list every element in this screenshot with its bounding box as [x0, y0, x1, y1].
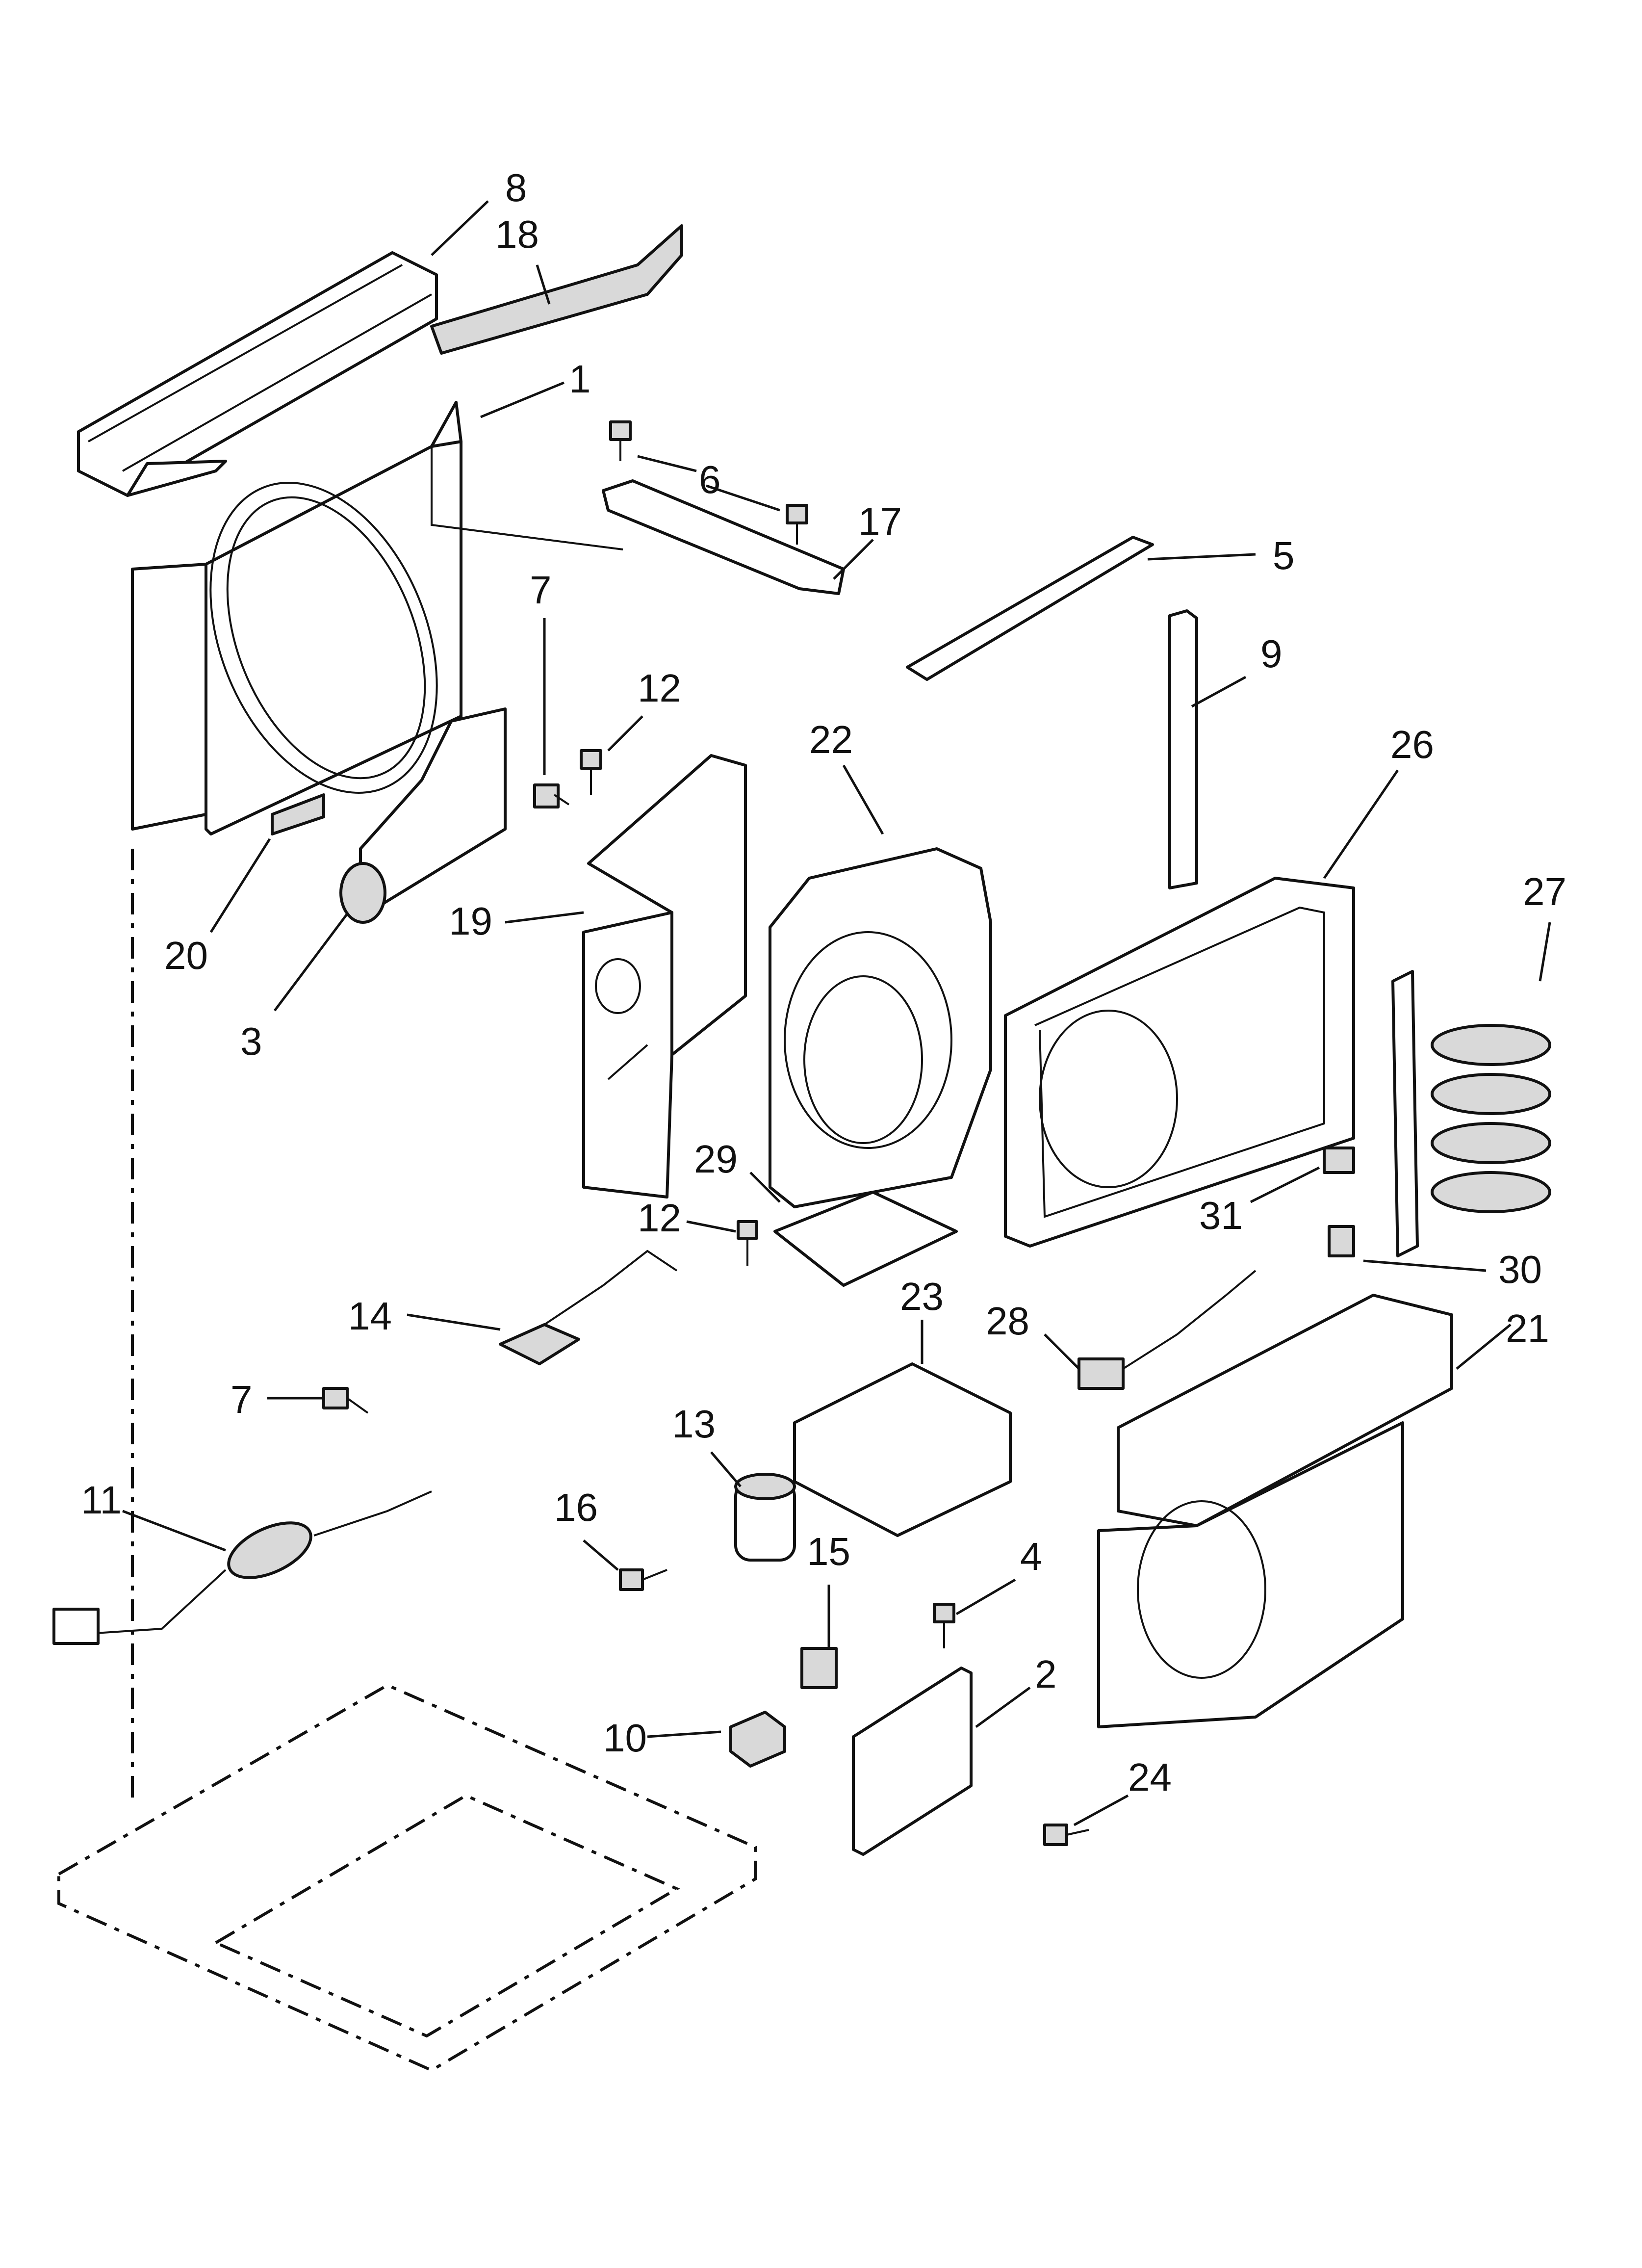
callout-15: 15 [807, 1530, 850, 1573]
part-5-strip [906, 536, 1154, 681]
callout-9: 9 [1260, 632, 1283, 676]
part-1-fan-shroud [131, 401, 623, 835]
leader-lines [122, 200, 1551, 1826]
callout-13: 13 [672, 1402, 716, 1446]
callout-23: 23 [900, 1275, 944, 1318]
part-29-cover-plate [773, 1191, 958, 1287]
callout-7-upper: 7 [530, 568, 552, 612]
callout-7-lower: 7 [231, 1378, 253, 1421]
part-10-switch [729, 1711, 786, 1768]
part-6-screw-a [609, 420, 632, 461]
callout-3: 3 [240, 1019, 262, 1063]
part-16-screw [619, 1568, 667, 1591]
part-19-motor-mount [582, 754, 747, 1199]
callout-30: 30 [1498, 1248, 1542, 1291]
part-9-strip [1168, 609, 1198, 889]
callout-21: 21 [1506, 1306, 1549, 1350]
part-12-screw-lower [737, 1220, 758, 1266]
callout-20: 20 [164, 934, 208, 977]
part-27-heater-element [1391, 970, 1551, 1257]
part-22-blower-housing [769, 847, 992, 1208]
part-20-block [271, 793, 325, 835]
part-6-screw-b [786, 504, 808, 545]
part-11-power-cord [52, 1490, 432, 1645]
callout-12-upper: 12 [638, 666, 681, 710]
callout-19: 19 [449, 899, 492, 943]
part-13-capacitor [734, 1473, 796, 1562]
callout-31: 31 [1199, 1194, 1243, 1237]
callout-4: 4 [1020, 1535, 1042, 1578]
callout-6: 6 [699, 458, 721, 501]
callout-26: 26 [1390, 723, 1434, 766]
callout-17: 17 [858, 499, 902, 543]
callout-24: 24 [1128, 1755, 1172, 1799]
callout-18: 18 [495, 212, 539, 256]
part-8-top-cover [77, 251, 438, 497]
part-17-brace [602, 479, 845, 595]
part-23-control-box [793, 1362, 1012, 1537]
callout-29: 29 [694, 1137, 738, 1181]
callout-1: 1 [569, 357, 591, 401]
part-14-thermostat-wire [499, 1250, 678, 1365]
part-12-screw-upper [580, 749, 602, 795]
callout-labels: 8 18 1 6 17 5 7 12 22 9 26 27 20 19 3 29… [81, 166, 1566, 1799]
part-3-air-deflector [339, 707, 507, 924]
callout-5: 5 [1273, 534, 1295, 577]
callout-22: 22 [809, 718, 853, 761]
callout-8: 8 [505, 166, 527, 209]
part-30-fuse [1328, 1225, 1355, 1257]
callout-14: 14 [348, 1294, 392, 1338]
callout-11: 11 [81, 1478, 122, 1522]
part-26-evaporator-frame [1004, 877, 1355, 1248]
callout-27: 27 [1523, 870, 1566, 913]
base-pan-phantom [57, 849, 757, 2072]
callout-2: 2 [1035, 1652, 1057, 1696]
part-28-wire-harness [1078, 1270, 1257, 1390]
part-2-control-bracket [852, 1667, 973, 1856]
callout-28: 28 [986, 1299, 1029, 1343]
part-24-screw [1043, 1824, 1089, 1846]
part-7-screw-upper [533, 783, 570, 808]
part-31-limit-switch [1323, 1147, 1355, 1174]
callout-16: 16 [554, 1486, 598, 1529]
part-21-front-housing [1097, 1294, 1453, 1728]
callout-10: 10 [603, 1716, 647, 1760]
callout-12-lower: 12 [638, 1196, 681, 1240]
part-18-foam-strip [430, 224, 683, 355]
part-15-clip [800, 1647, 838, 1689]
part-4-screw [933, 1603, 955, 1648]
part-7-screw-lower [322, 1387, 369, 1414]
